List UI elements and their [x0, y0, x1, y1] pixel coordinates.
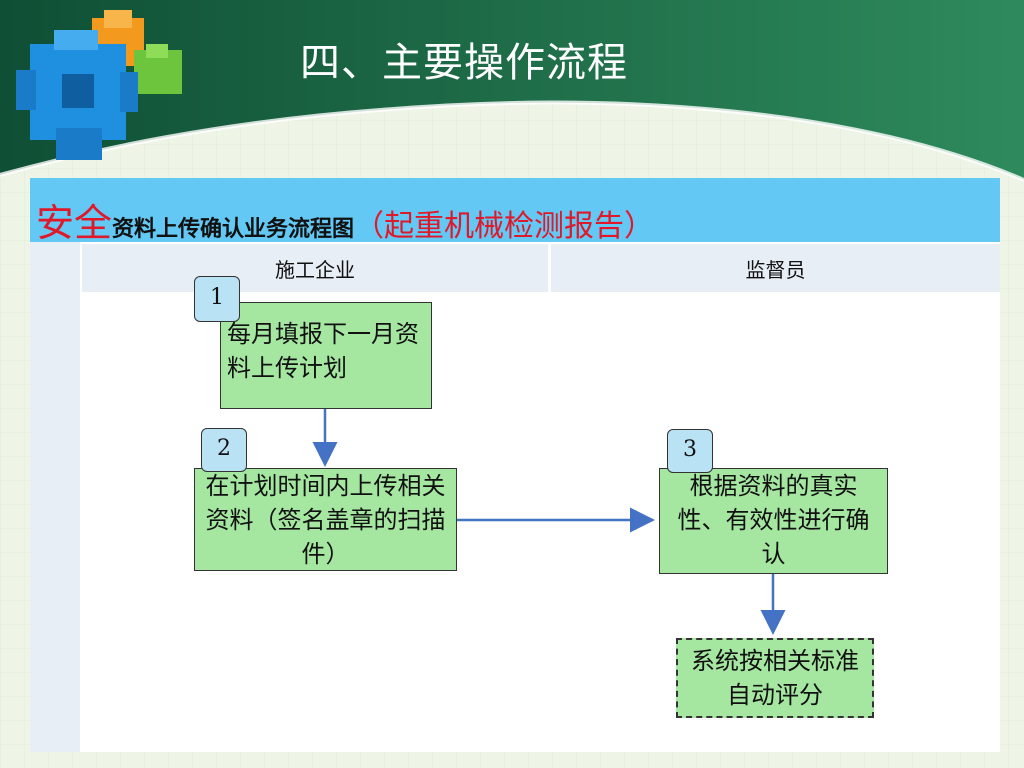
lane-header-supervisor: 监督员 [551, 244, 1000, 292]
step-3-box: 根据资料的真实性、有效性进行确认 [659, 468, 888, 574]
step-1-badge: 1 [194, 276, 240, 322]
page-title: 四、主要操作流程 [300, 40, 628, 86]
cube-logo-icon [16, 10, 182, 160]
step-1-box: 每月填报下一月资料上传计划 [220, 302, 432, 409]
header-main: 资料上传确认业务流程图 [112, 217, 355, 242]
left-margin-column [30, 242, 80, 752]
step-3-text: 根据资料的真实性、有效性进行确认 [677, 472, 870, 568]
lane-header-contractor: 施工企业 [82, 244, 548, 292]
step-4-box: 系统按相关标准自动评分 [676, 638, 874, 718]
step-2-box: 在计划时间内上传相关资料（签名盖章的扫描件） [194, 468, 457, 571]
flowchart-panel: 安全资料上传确认业务流程图（起重机械检测报告） 施工企业 监督员 [30, 178, 1000, 752]
step-1-text: 每月填报下一月资料上传计划 [227, 320, 419, 382]
flowchart-header: 安全资料上传确认业务流程图（起重机械检测报告） [30, 178, 1000, 245]
header-safety: 安全 [36, 201, 113, 245]
step-2-text: 在计划时间内上传相关资料（签名盖章的扫描件） [205, 472, 446, 568]
step-3-badge: 3 [667, 429, 713, 473]
step-4-text: 系统按相关标准自动评分 [691, 647, 859, 709]
header-sub: （起重机械检测报告） [354, 209, 655, 244]
step-2-badge: 2 [201, 428, 247, 472]
